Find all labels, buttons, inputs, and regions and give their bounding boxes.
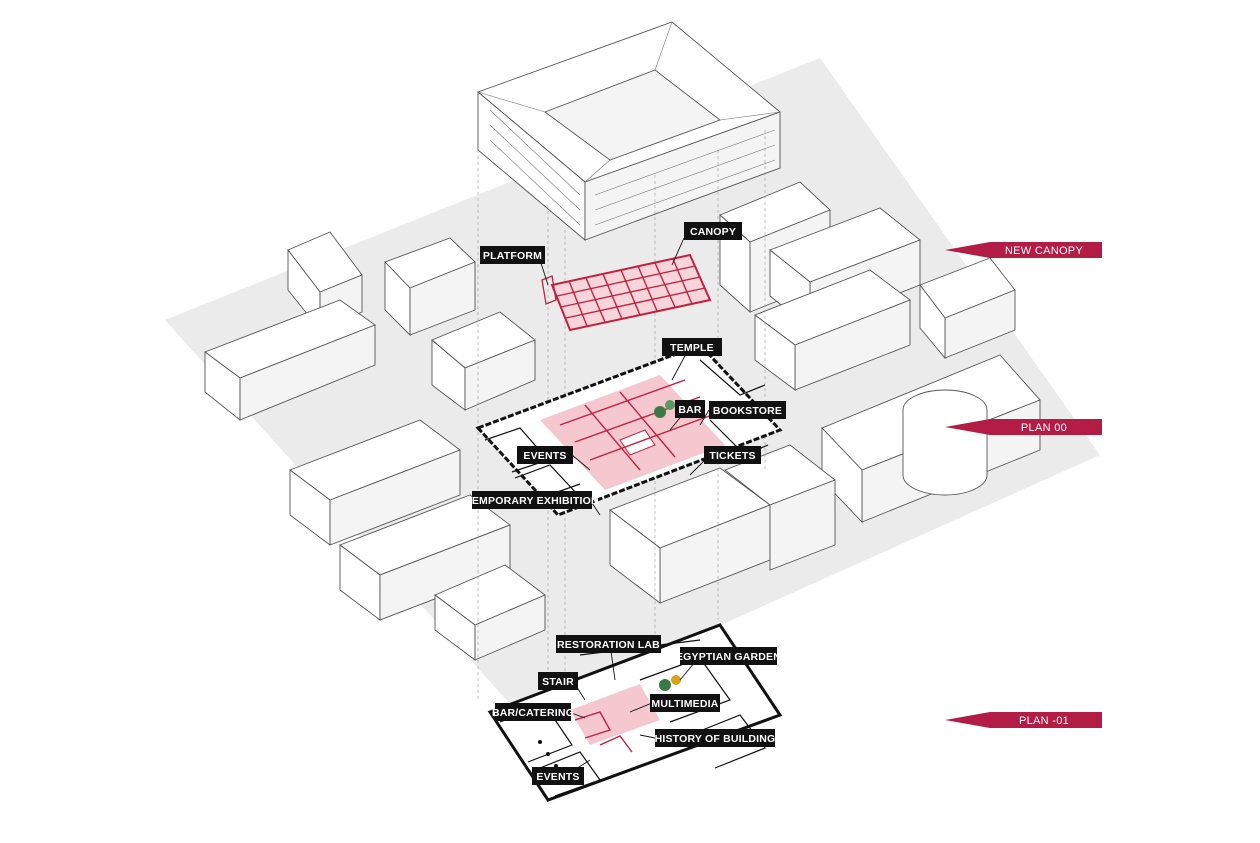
tag-plan-minus-01-text: PLAN -01 <box>1019 715 1069 727</box>
tag-plan-minus-01: PLAN -01 <box>945 712 1102 728</box>
label-stair: STAIR <box>538 672 578 690</box>
label-platform-text: PLATFORM <box>483 250 542 262</box>
label-egyptian-garden: EGYPTIAN GARDEN <box>676 647 781 665</box>
top-courtyard-building <box>477 21 781 241</box>
label-history-of-building-text: HISTORY OF BUILDING <box>655 733 776 745</box>
label-temple: TEMPLE <box>662 338 722 356</box>
label-temple-text: TEMPLE <box>670 342 714 354</box>
plan-minus-01-floorplan <box>487 623 783 802</box>
label-events-upper-text: EVENTS <box>523 450 566 462</box>
canopy-grid <box>541 253 712 332</box>
label-multimedia-text: MULTIMEDIA <box>651 698 718 710</box>
label-restoration-lab: RESTORATION LAB <box>556 635 661 653</box>
label-platform: PLATFORM <box>480 246 545 264</box>
label-canopy-text: CANOPY <box>690 226 736 238</box>
tag-new-canopy: NEW CANOPY <box>945 242 1102 258</box>
tag-plan-00: PLAN 00 <box>945 419 1102 435</box>
label-history-of-building: HISTORY OF BUILDING <box>655 729 776 747</box>
label-bookstore: BOOKSTORE <box>709 401 786 419</box>
label-egyptian-garden-text: EGYPTIAN GARDEN <box>676 651 781 663</box>
label-multimedia: MULTIMEDIA <box>650 694 720 712</box>
label-bar-text: BAR <box>678 404 702 416</box>
label-canopy: CANOPY <box>684 222 742 240</box>
label-bar-catering: BAR/CATERING <box>492 703 574 721</box>
label-temporary-exhibition: TEMPORARY EXHIBITION <box>465 491 599 509</box>
context-buildings-left <box>204 231 546 661</box>
label-events-upper: EVENTS <box>517 446 573 464</box>
tag-plan-00-text: PLAN 00 <box>1021 422 1067 434</box>
label-bookstore-text: BOOKSTORE <box>713 405 782 417</box>
label-bar-catering-text: BAR/CATERING <box>492 707 574 719</box>
label-tickets-text: TICKETS <box>709 450 755 462</box>
label-events-lower-text: EVENTS <box>536 771 579 783</box>
label-events-lower: EVENTS <box>532 767 584 785</box>
label-bar: BAR <box>675 400 705 418</box>
label-tickets: TICKETS <box>704 446 761 464</box>
tag-new-canopy-text: NEW CANOPY <box>1005 245 1084 257</box>
label-temporary-exhibition-text: TEMPORARY EXHIBITION <box>465 495 599 507</box>
label-stair-text: STAIR <box>542 676 574 688</box>
label-restoration-lab-text: RESTORATION LAB <box>557 639 660 651</box>
